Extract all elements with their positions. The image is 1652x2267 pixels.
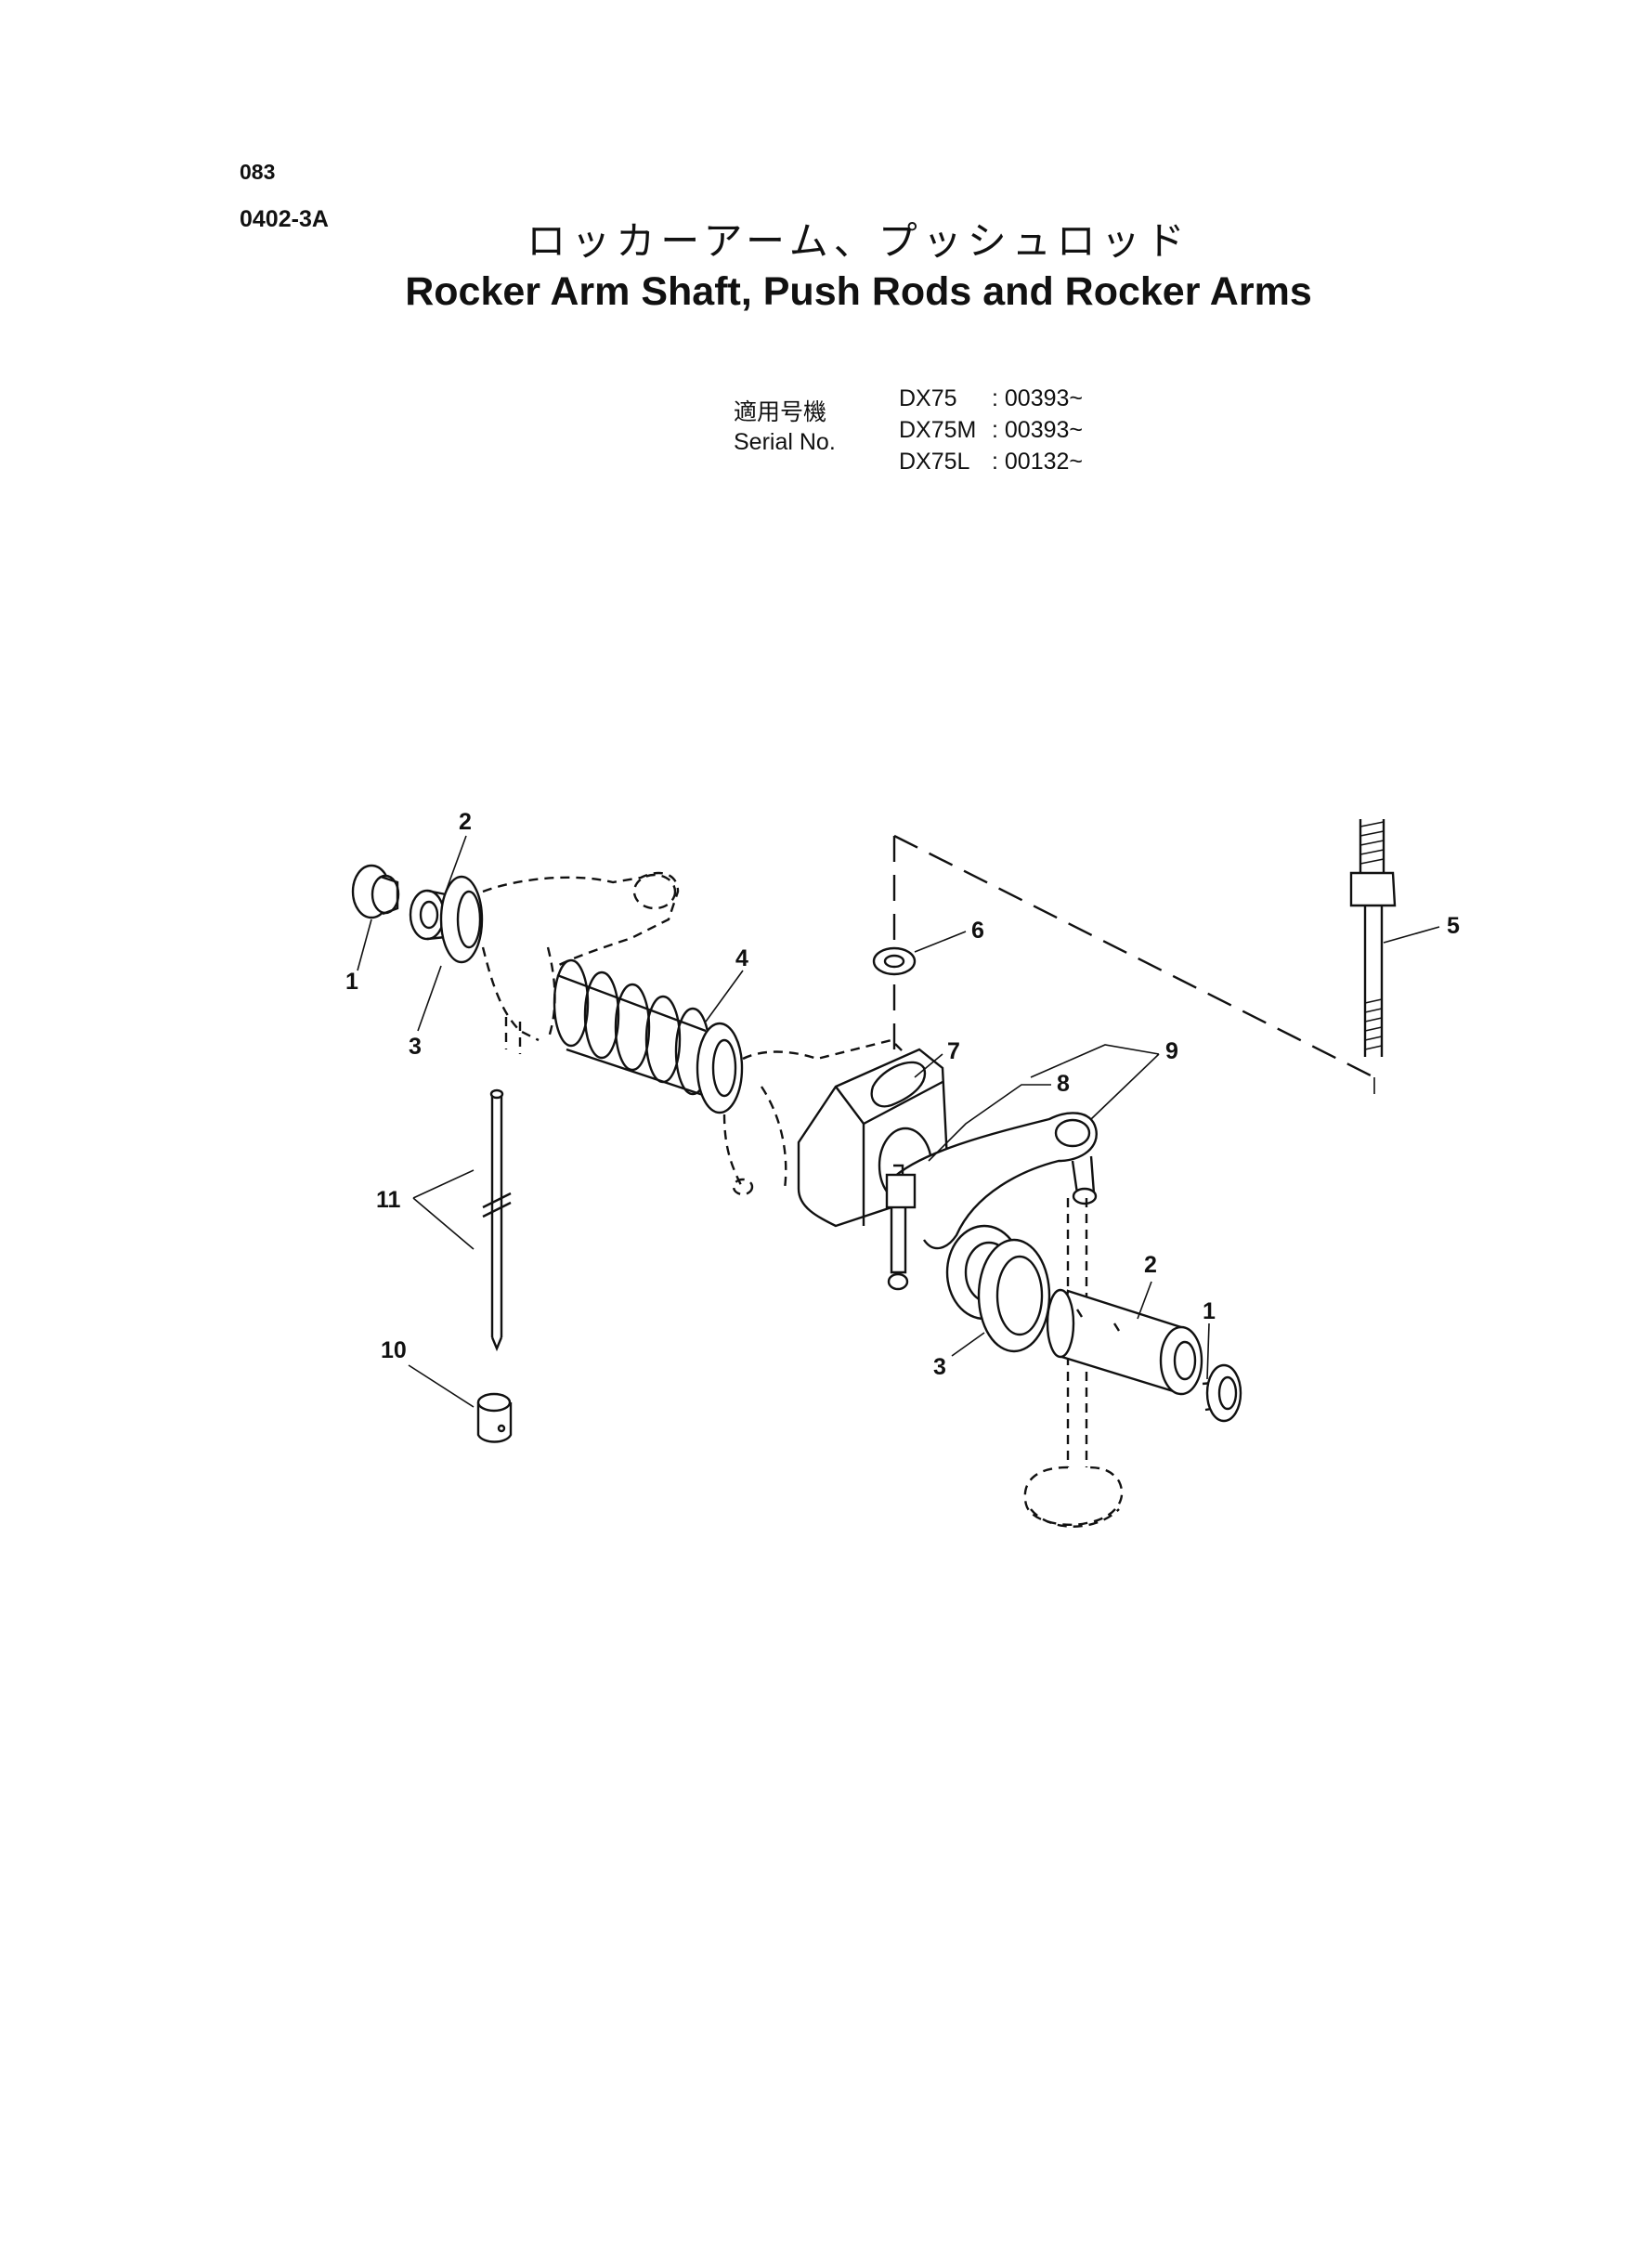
serial-row-dx75m: DX75M : 00393~ xyxy=(899,414,1083,446)
leader-lines xyxy=(357,835,1440,1408)
callout-8: 8 xyxy=(1057,1071,1070,1097)
callout-2-right: 2 xyxy=(1144,1252,1157,1278)
adjusting-screw xyxy=(885,1164,917,1291)
washer-left xyxy=(439,875,484,964)
reference-dashed-box xyxy=(892,834,1375,1094)
callout-1-left: 1 xyxy=(345,969,358,995)
tappet xyxy=(476,1392,513,1443)
serial-label-japanese: 適用号機 xyxy=(734,398,827,425)
callout-7: 7 xyxy=(947,1038,960,1064)
callout-3-right: 3 xyxy=(933,1354,946,1380)
callout-6: 6 xyxy=(971,918,984,944)
callout-4: 4 xyxy=(735,945,748,971)
serial-number: : 00132~ xyxy=(992,449,1084,475)
serial-row-dx75l: DX75L : 00132~ xyxy=(899,446,1083,477)
serial-list: DX75 : 00393~ DX75M : 00393~ DX75L : 00132~ xyxy=(899,383,1083,477)
bushing-left xyxy=(409,889,456,941)
callout-3-left: 3 xyxy=(409,1034,422,1060)
serial-model: DX75L xyxy=(899,449,970,475)
serial-number: : 00393~ xyxy=(992,385,1084,411)
serial-row-dx75: DX75 : 00393~ xyxy=(899,383,1083,414)
end-plug-left xyxy=(351,864,400,919)
ghost-bracket-right xyxy=(722,1038,912,1196)
callout-5: 5 xyxy=(1447,913,1460,939)
spring-washer xyxy=(696,1022,744,1114)
callout-11: 11 xyxy=(376,1187,401,1213)
callout-9: 9 xyxy=(1165,1038,1178,1064)
callout-2-left: 2 xyxy=(459,809,472,835)
serial-model: DX75M xyxy=(899,417,977,443)
serial-model: DX75 xyxy=(899,385,957,411)
group-code: 0402-3A xyxy=(240,206,329,232)
title-japanese: ロッカーアーム、プッシュロッド xyxy=(527,218,1190,264)
end-plug-right xyxy=(1202,1363,1242,1423)
page-number: 083 xyxy=(240,160,276,184)
callout-10: 10 xyxy=(381,1337,407,1363)
title-english: Rocker Arm Shaft, Push Rods and Rocker A… xyxy=(405,269,1312,314)
serial-number: : 00393~ xyxy=(992,417,1084,443)
stud-bolt xyxy=(1349,819,1397,1057)
washer-right xyxy=(977,1238,1051,1353)
small-washer xyxy=(872,946,917,976)
push-rod xyxy=(482,1088,512,1352)
callout-1-right: 1 xyxy=(1203,1298,1216,1324)
serial-label-english: Serial No. xyxy=(734,429,836,455)
spring xyxy=(553,958,711,1098)
bushing-right xyxy=(1046,1288,1203,1396)
